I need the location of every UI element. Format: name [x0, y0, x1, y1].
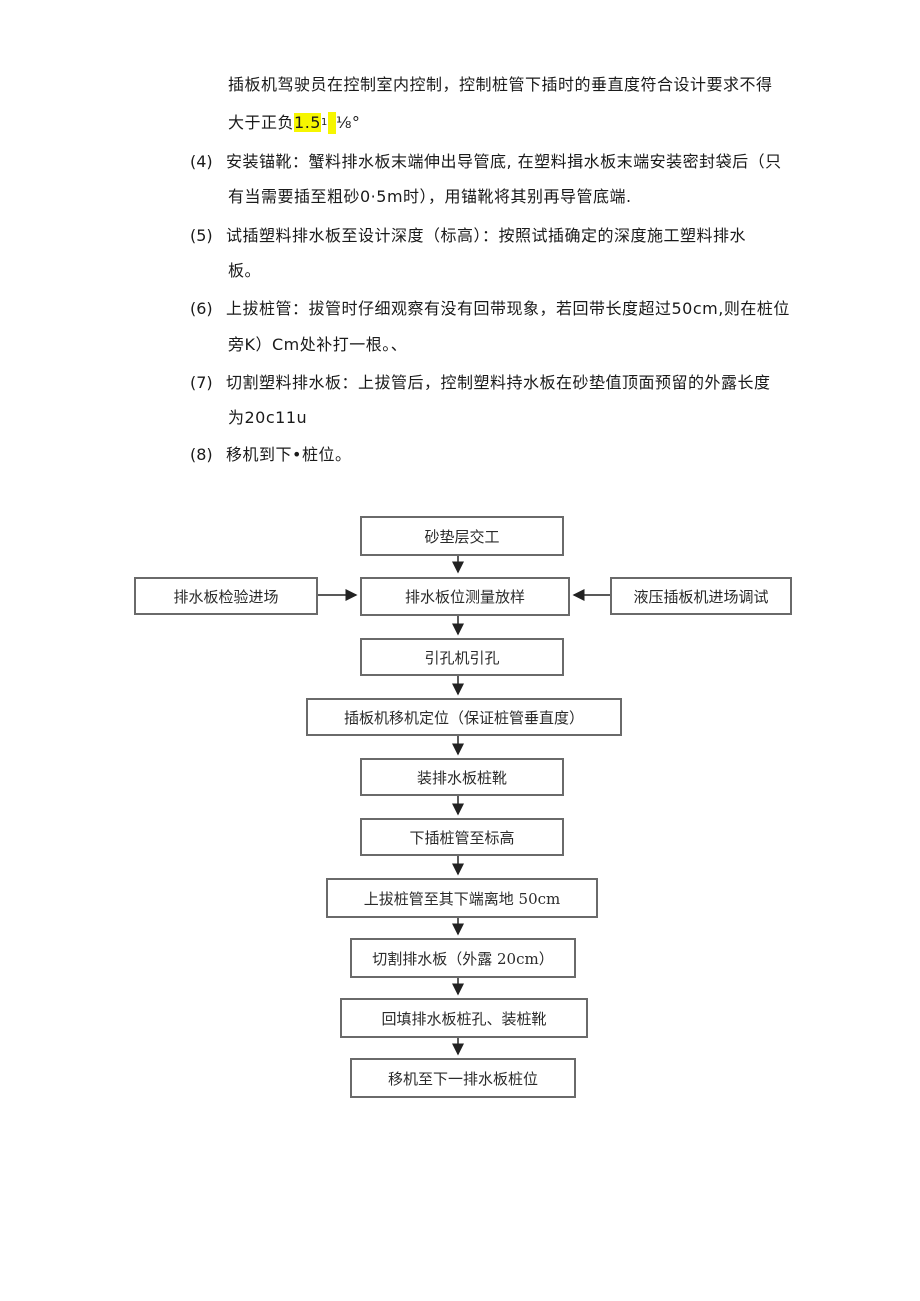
flow-step-install-pile-shoe: 装排水板桩靴: [360, 758, 564, 796]
item6-line1: 上拔桩管：拔管时仔细观察有没有回带现象，若回带长度超过50cm,则在桩位: [226, 299, 790, 318]
item3-line2-mid: 1: [320, 117, 328, 128]
item8-number: (8): [190, 445, 213, 464]
item3-line1: 插板机驾驶员在控制室内控制，控制桩管下插时的垂直度符合设计要求不得: [228, 75, 773, 94]
item5-number: (5): [190, 226, 213, 245]
item6-number: (6): [190, 299, 213, 318]
highlight-mark: [327, 112, 336, 134]
flow-step-survey-layout: 排水板位测量放样: [360, 577, 570, 616]
item6-line2: 旁K）Cm处补打一根。、: [228, 335, 408, 354]
highlighted-value: 1.5: [294, 113, 321, 132]
flow-input-drainage-board-inspection: 排水板检验进场: [134, 577, 318, 615]
item8-line1: 移机到下•桩位。: [226, 445, 352, 464]
item5-line1: 试插塑料排水板至设计深度（标高）：按照试插确定的深度施工塑料排水: [226, 226, 747, 245]
item3-line2-pre: 大于正负: [228, 113, 295, 132]
item7-line2: 为20c11u: [228, 408, 308, 427]
item3-line2-post: ⅛°: [335, 113, 361, 132]
flow-step-lift-pipe: 上拔桩管至其下端离地 50cm: [326, 878, 598, 918]
item4-line2: 有当需要插至粗砂0·5m时），用锚靴将其别再导管底端.: [228, 187, 632, 206]
item7-line1: 切割塑料排水板：上拔管后，控制塑料持水板在砂垫值顶面预留的外露长度: [226, 373, 771, 392]
flow-step-insert-pipe: 下插桩管至标高: [360, 818, 564, 856]
flow-step-move-machine: 移机至下一排水板桩位: [350, 1058, 576, 1098]
item3-line2: 大于正负1.51 ⅛°: [228, 112, 360, 134]
item5-line2: 板。: [228, 261, 262, 280]
flow-step-backfill: 回填排水板桩孔、装桩靴: [340, 998, 588, 1038]
flow-step-hole-drilling: 引孔机引孔: [360, 638, 564, 676]
item7-number: (7): [190, 373, 213, 392]
flow-step-cut-board: 切割排水板（外露 20cm）: [350, 938, 576, 978]
flow-input-hydraulic-machine: 液压插板机进场调试: [610, 577, 792, 615]
item4-line1: 安装锚靴：蟹料排水板末端伸出导管底, 在塑料揖水板末端安装密封袋后（只: [226, 152, 782, 171]
flow-step-machine-positioning: 插板机移机定位（保证桩管垂直度）: [306, 698, 622, 736]
item4-number: (4): [190, 152, 213, 171]
flow-step-sand-cushion: 砂垫层交工: [360, 516, 564, 556]
